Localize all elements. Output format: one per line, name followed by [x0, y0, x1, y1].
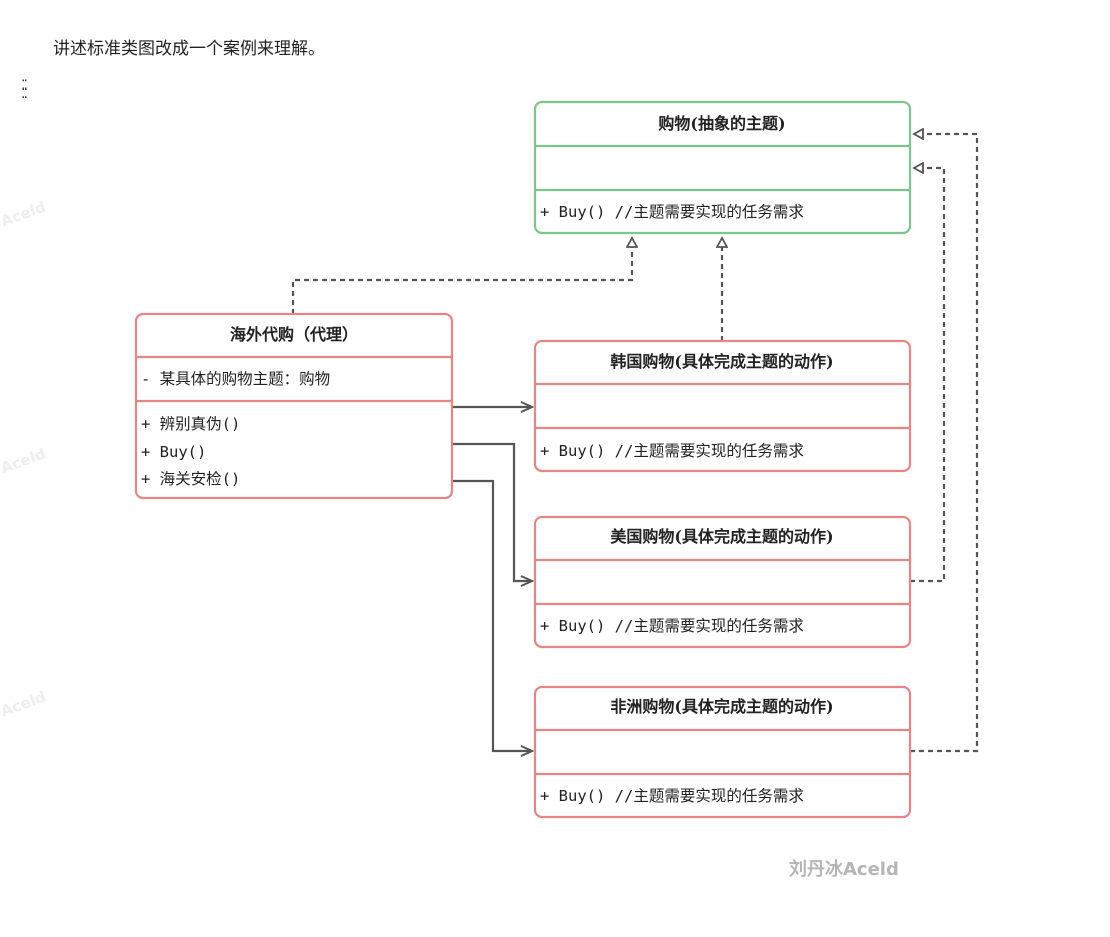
- class-proxy: [134, 312, 454, 500]
- class-subject: [533, 100, 912, 235]
- class-attribute: - 某具体的购物主题：购物: [141, 370, 330, 388]
- association-usa: [453, 442, 532, 581]
- class-method: + Buy() //主题需要实现的任务需求: [540, 442, 804, 460]
- class-method: + 海关安检(): [141, 470, 240, 488]
- class-title: 韩国购物(具体完成主题的动作): [610, 352, 833, 371]
- class-title: 海外代购（代理）: [230, 325, 358, 344]
- realization-usa: [910, 168, 946, 583]
- class-korea: [533, 339, 912, 473]
- class-africa: [533, 685, 912, 819]
- realization-proxy: [291, 238, 632, 314]
- drag-handle-icon[interactable]: ⁚⁚⁚⁚: [21, 78, 28, 102]
- class-method: + Buy() //主题需要实现的任务需求: [540, 203, 804, 221]
- class-title: 购物(抽象的主题): [658, 114, 785, 133]
- association-africa: [453, 479, 532, 751]
- author-watermark: 刘丹冰Aceld: [789, 859, 899, 880]
- class-method: + Buy(): [141, 443, 206, 461]
- class-title: 美国购物(具体完成主题的动作): [610, 527, 833, 546]
- class-title: 非洲购物(具体完成主题的动作): [610, 697, 833, 716]
- class-usa: [533, 515, 912, 649]
- realization-africa: [910, 134, 979, 753]
- class-method: + Buy() //主题需要实现的任务需求: [540, 787, 804, 805]
- intro-text: 讲述标准类图改成一个案例来理解。: [53, 39, 325, 59]
- class-method: + 辨别真伪(): [141, 415, 240, 433]
- class-method: + Buy() //主题需要实现的任务需求: [540, 617, 804, 635]
